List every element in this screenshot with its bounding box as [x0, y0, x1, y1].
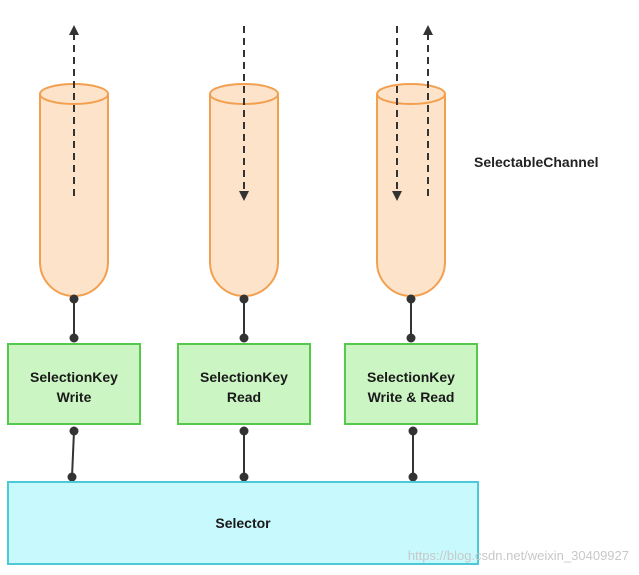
connectors-channel-key	[69, 294, 416, 343]
connector-dot	[69, 333, 79, 343]
selection-key-write-read: SelectionKey Write & Read	[344, 343, 478, 425]
connector-dot	[239, 426, 249, 436]
selection-key-write: SelectionKey Write	[7, 343, 141, 425]
connector-dot	[239, 472, 249, 482]
channel-read	[209, 26, 279, 297]
selection-key-line1: SelectionKey	[367, 369, 455, 385]
selection-key-box	[7, 343, 141, 425]
connector-dot	[406, 294, 416, 304]
selection-key-line2: Read	[227, 389, 261, 405]
connector-line	[71, 430, 75, 478]
connector-dot	[408, 472, 418, 482]
selection-key-box	[344, 343, 478, 425]
channel-write-read	[376, 25, 446, 297]
selector: Selector	[7, 481, 479, 565]
connector-dot	[406, 333, 416, 343]
watermark: https://blog.csdn.net/weixin_30409927	[408, 548, 629, 563]
connector-dot	[239, 333, 249, 343]
connector-dot	[69, 426, 79, 436]
selection-key-read: SelectionKey Read	[177, 343, 311, 425]
connector-dot	[67, 472, 77, 482]
selection-key-line2: Write & Read	[368, 389, 455, 405]
selection-key-line1: SelectionKey	[30, 369, 118, 385]
selection-key-box	[177, 343, 311, 425]
connector-dot	[69, 294, 79, 304]
selector-box	[7, 481, 479, 565]
selectable-channel-label: SelectableChannel	[474, 154, 599, 170]
connector-dot	[239, 294, 249, 304]
selector-label: Selector	[215, 515, 271, 531]
connector-dot	[408, 426, 418, 436]
selection-key-line2: Write	[57, 389, 92, 405]
channel-body	[376, 94, 446, 297]
channel-top	[376, 83, 446, 105]
selection-key-line1: SelectionKey	[200, 369, 288, 385]
connectors-key-selector	[67, 426, 418, 482]
channel-write	[39, 25, 109, 297]
